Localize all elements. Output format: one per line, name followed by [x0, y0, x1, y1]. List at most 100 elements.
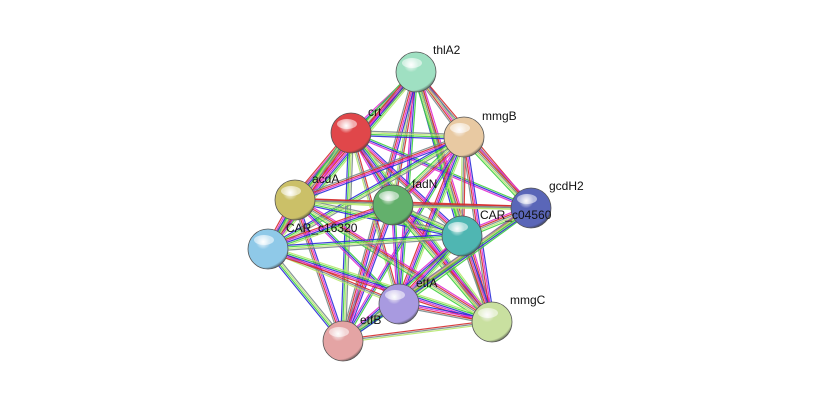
edge-strand	[268, 236, 463, 251]
node-sphere[interactable]	[274, 179, 316, 221]
node-sphere[interactable]	[247, 228, 289, 270]
edge-strand	[344, 209, 533, 344]
node-layer	[247, 51, 552, 362]
edge-strand	[391, 205, 492, 324]
edge-strand	[267, 248, 493, 323]
edge-etfB-mmgC	[342, 319, 493, 344]
node-crt[interactable]	[330, 112, 372, 154]
edge-strand	[418, 70, 496, 322]
node-CAR_c16320[interactable]	[247, 228, 289, 270]
edge-strand	[266, 201, 393, 247]
edge-strand	[342, 321, 493, 342]
edge-strand	[292, 202, 491, 326]
node-label-CAR_c04560: CAR_c04560	[480, 208, 552, 222]
node-highlight	[329, 327, 349, 337]
node-acdA[interactable]	[274, 179, 316, 221]
edge-strand	[267, 234, 462, 249]
node-label-mmgC: mmgC	[510, 293, 546, 307]
node-mmgC[interactable]	[471, 301, 513, 343]
edge-fadN-etfB	[340, 203, 396, 343]
edge-strand	[267, 249, 492, 325]
node-etfA[interactable]	[378, 283, 420, 325]
node-sphere[interactable]	[378, 283, 420, 325]
edge-strand	[343, 137, 466, 343]
edge-strand	[267, 202, 393, 249]
node-thlA2[interactable]	[395, 51, 437, 93]
node-mmgB[interactable]	[443, 116, 485, 158]
edge-strand	[340, 203, 392, 341]
node-label-crt: crt	[368, 105, 382, 119]
edge-strand	[269, 73, 419, 252]
edge-mmgB-CAR_c16320	[266, 134, 466, 252]
node-label-mmgB: mmgB	[482, 109, 517, 123]
edge-strand	[295, 137, 465, 202]
edge-strand	[268, 246, 493, 322]
node-sphere[interactable]	[372, 184, 414, 226]
edge-strand	[392, 204, 493, 323]
edge-strand	[268, 138, 466, 252]
node-CAR_c04560[interactable]	[441, 215, 483, 257]
node-sphere[interactable]	[330, 112, 372, 154]
edge-strand	[268, 237, 463, 252]
edge-strand	[342, 319, 492, 341]
edge-strand	[266, 251, 492, 326]
edge-strand	[341, 205, 530, 340]
node-sphere[interactable]	[322, 320, 364, 362]
node-highlight	[337, 119, 357, 129]
edge-strand	[344, 205, 396, 343]
edge-strand	[343, 205, 395, 342]
edge-CAR_c16320-mmgC	[266, 245, 494, 326]
node-sphere[interactable]	[471, 301, 513, 343]
edge-strand	[351, 130, 532, 208]
node-etfB[interactable]	[322, 320, 364, 362]
edge-strand	[340, 132, 350, 341]
edge-strand	[294, 135, 464, 200]
edge-strand	[295, 198, 401, 304]
edge-strand	[349, 133, 492, 324]
edge-strand	[343, 208, 532, 343]
node-highlight	[450, 123, 470, 133]
edge-fadN-mmgC	[390, 202, 495, 325]
node-highlight	[281, 186, 301, 196]
edge-strand	[341, 204, 393, 341]
node-label-thlA2: thlA2	[433, 43, 461, 57]
edge-strand	[416, 71, 495, 322]
edge-crt-gcdH2	[350, 130, 532, 211]
edge-strand	[350, 133, 531, 211]
edge-strand	[268, 245, 494, 320]
edge-thlA2-mmgC	[412, 70, 496, 324]
edge-strand	[294, 201, 462, 239]
node-sphere[interactable]	[441, 215, 483, 257]
edge-strand	[392, 204, 532, 209]
edge-strand	[266, 134, 464, 248]
edge-strand	[398, 136, 465, 305]
edge-strand	[352, 130, 465, 235]
edge-etfB-gcdH2	[341, 205, 533, 344]
edge-strand	[396, 136, 464, 304]
node-sphere[interactable]	[443, 116, 485, 158]
node-label-fadN: fadN	[412, 177, 437, 191]
edge-strand	[268, 205, 394, 252]
edge-strand	[268, 137, 465, 251]
node-label-etfA: etfA	[416, 276, 437, 290]
node-gcdH2[interactable]	[510, 187, 552, 229]
node-label-acdA: acdA	[312, 172, 339, 186]
edge-strand	[293, 200, 492, 324]
edge-strand	[267, 204, 394, 250]
node-highlight	[478, 308, 498, 318]
edge-strand	[348, 134, 461, 239]
edge-strand	[341, 132, 351, 341]
edge-strand	[393, 72, 419, 206]
edge-strand	[390, 206, 491, 325]
node-sphere[interactable]	[395, 51, 437, 93]
edge-strand	[350, 132, 532, 209]
node-label-CAR_c16320: CAR_c16320	[286, 221, 358, 235]
node-highlight	[517, 194, 537, 204]
node-fadN[interactable]	[372, 184, 414, 226]
edge-strand	[415, 71, 493, 323]
edge-strand	[343, 322, 493, 344]
edge-CAR_c04560-CAR_c16320	[267, 233, 463, 252]
edge-strand	[400, 210, 534, 308]
